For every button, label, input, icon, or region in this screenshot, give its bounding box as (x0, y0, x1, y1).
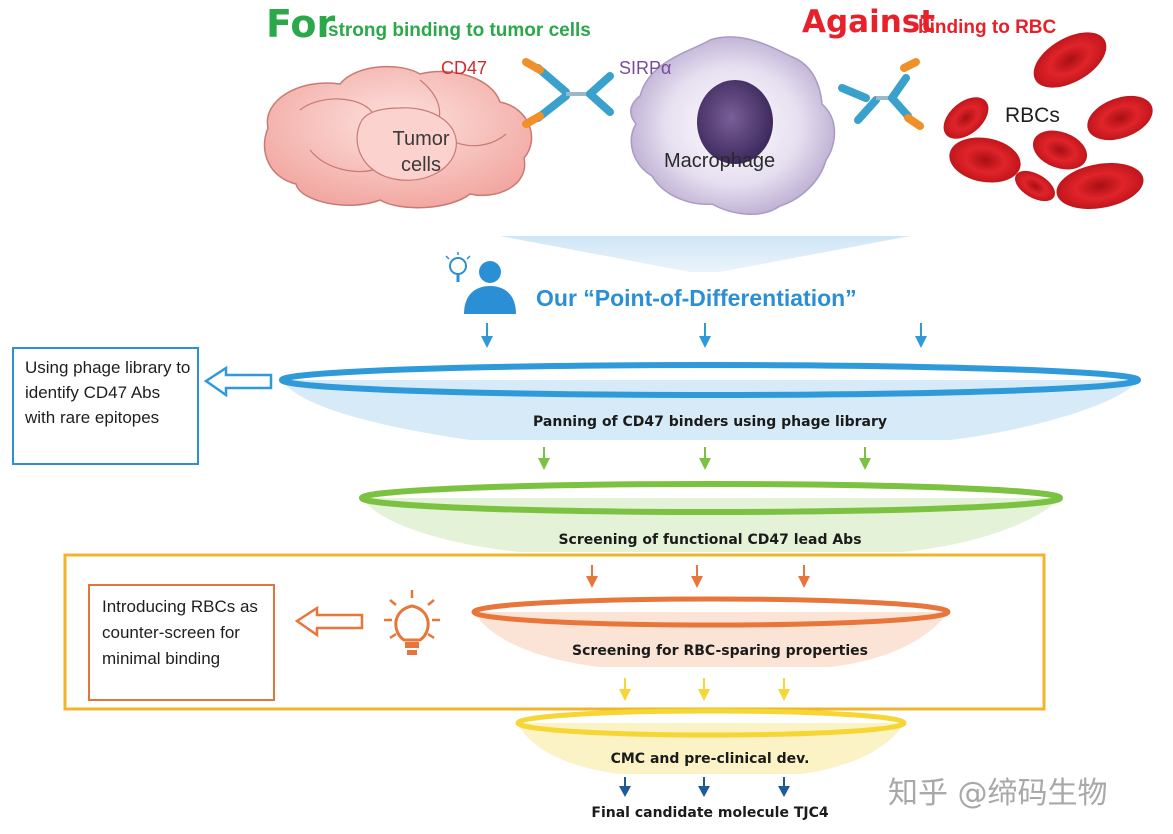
against-subheading: binding to RBC (918, 17, 1057, 38)
macrophage-label: Macrophage (664, 150, 776, 172)
stage-4-label: CMC and pre-clinical dev. (610, 751, 810, 767)
macrophage-illustration (630, 36, 836, 215)
against-heading: Against (802, 4, 936, 40)
for-heading: For (266, 2, 336, 46)
counter-screen-highlight-box (63, 553, 1046, 711)
funnel-stage-1 (279, 362, 1141, 440)
funnel-stage-4 (515, 708, 907, 774)
funnel-stage-3 (471, 596, 951, 667)
left-arrow-blue-icon (203, 365, 273, 398)
lightbulb-icon (384, 590, 440, 655)
antibody-right-icon (838, 58, 924, 130)
sirpa-label: SIRPα (619, 58, 672, 78)
funnel-stage-2 (359, 481, 1063, 552)
tumor-cells-illustration (263, 65, 533, 209)
green-arrows (538, 447, 871, 470)
phage-note-box (12, 347, 199, 465)
stage-3-label: Screening for RBC-sparing properties (572, 643, 868, 659)
for-subheading: strong binding to tumor cells (328, 20, 591, 41)
yellow-arrows (619, 678, 790, 701)
convergence-beam (500, 236, 910, 272)
rbc-note-text: Introducing RBCs as counter-screen for m… (102, 597, 258, 668)
blue-arrows (481, 323, 927, 348)
point-of-differentiation-title: Our “Point-of-Differentiation” (536, 285, 857, 311)
cd47-label: CD47 (441, 58, 488, 78)
stage-1-label: Panning of CD47 binders using phage libr… (533, 414, 887, 430)
tumor-cells-label: Tumor cells (392, 128, 450, 176)
phage-note-text: Using phage library to identify CD47 Abs… (25, 358, 191, 427)
person-with-lightbulb-icon (445, 252, 516, 314)
final-arrows (619, 777, 790, 797)
watermark: 知乎 @缔码生物 (888, 776, 1108, 811)
stage-2-label: Screening of functional CD47 lead Abs (558, 532, 862, 548)
orange-arrows (586, 565, 810, 588)
final-candidate-label: Final candidate molecule TJC4 (591, 805, 829, 821)
rbc-note-box (88, 584, 275, 701)
left-arrow-orange-icon (294, 605, 364, 638)
rbcs-illustration (943, 32, 1153, 209)
rbcs-label: RBCs (1005, 104, 1060, 127)
antibody-left-icon (522, 58, 614, 128)
